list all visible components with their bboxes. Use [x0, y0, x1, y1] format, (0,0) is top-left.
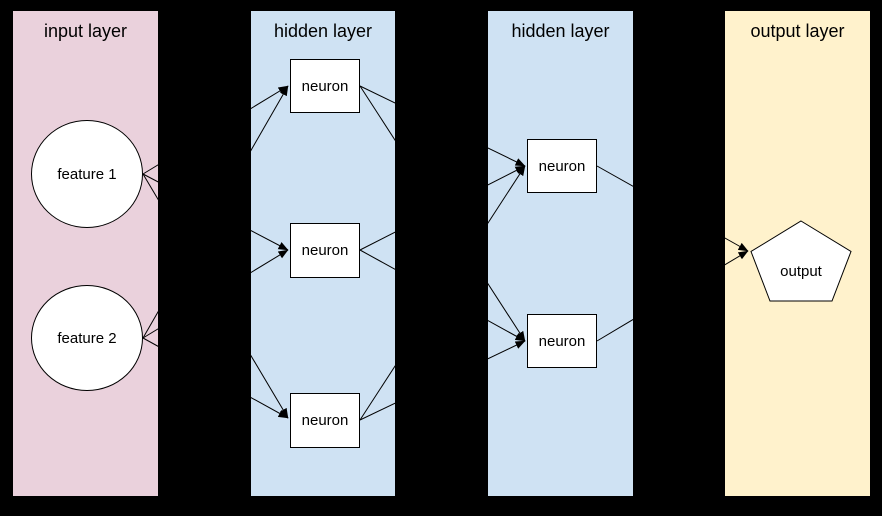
- panel-title-hidden-layer-1: hidden layer: [273, 21, 373, 41]
- panel-hidden-layer-2: hidden layer: [488, 11, 633, 496]
- node-hidden1-neuron-2[interactable]: neuron: [290, 223, 360, 278]
- edge-hidden1-neuron-2-to-hidden2-neuron-1: [359, 165, 526, 251]
- edge-hidden1-neuron-3-to-hidden2-neuron-2: [359, 340, 526, 421]
- edge-feature-2-to-hidden1-neuron-3: [142, 337, 289, 419]
- node-label-hidden2-neuron-1: neuron: [538, 157, 586, 175]
- panel-input-layer: input layer: [13, 11, 158, 496]
- edge-feature-2-to-hidden1-neuron-2: [142, 249, 289, 339]
- edge-feature-1-to-hidden1-neuron-1: [142, 85, 289, 175]
- node-label-feature-1: feature 1: [57, 165, 117, 183]
- pentagon-shape-icon: [750, 220, 852, 302]
- node-hidden1-neuron-3[interactable]: neuron: [290, 393, 360, 448]
- panel-title-input-layer: input layer: [43, 21, 128, 41]
- node-label-feature-2: feature 2: [57, 329, 117, 347]
- edge-feature-1-to-hidden1-neuron-3: [142, 173, 289, 419]
- panel-title-output-layer: output layer: [750, 21, 845, 41]
- panel-title-hidden-layer-2: hidden layer: [511, 21, 610, 41]
- node-output[interactable]: output: [750, 220, 852, 302]
- node-label-hidden2-neuron-2: neuron: [538, 332, 586, 350]
- node-label-hidden1-neuron-3: neuron: [301, 412, 349, 429]
- node-feature-2[interactable]: feature 2: [31, 285, 143, 391]
- edge-hidden1-neuron-3-to-hidden2-neuron-1: [359, 165, 526, 421]
- node-hidden2-neuron-2[interactable]: neuron: [527, 314, 597, 368]
- edge-hidden2-neuron-1-to-output: [596, 165, 749, 252]
- edge-hidden1-neuron-2-to-hidden2-neuron-2: [359, 249, 526, 342]
- edge-hidden1-neuron-1-to-hidden2-neuron-2: [359, 85, 526, 342]
- edge-feature-2-to-hidden1-neuron-1: [142, 85, 289, 339]
- node-label-hidden1-neuron-1: neuron: [301, 77, 349, 95]
- edge-hidden2-neuron-2-to-output: [596, 250, 749, 342]
- node-hidden1-neuron-1[interactable]: neuron: [290, 59, 360, 113]
- node-label-hidden1-neuron-2: neuron: [301, 242, 349, 259]
- node-feature-1[interactable]: feature 1: [31, 120, 143, 228]
- node-hidden2-neuron-1[interactable]: neuron: [527, 139, 597, 193]
- edge-hidden1-neuron-1-to-hidden2-neuron-1: [359, 85, 526, 167]
